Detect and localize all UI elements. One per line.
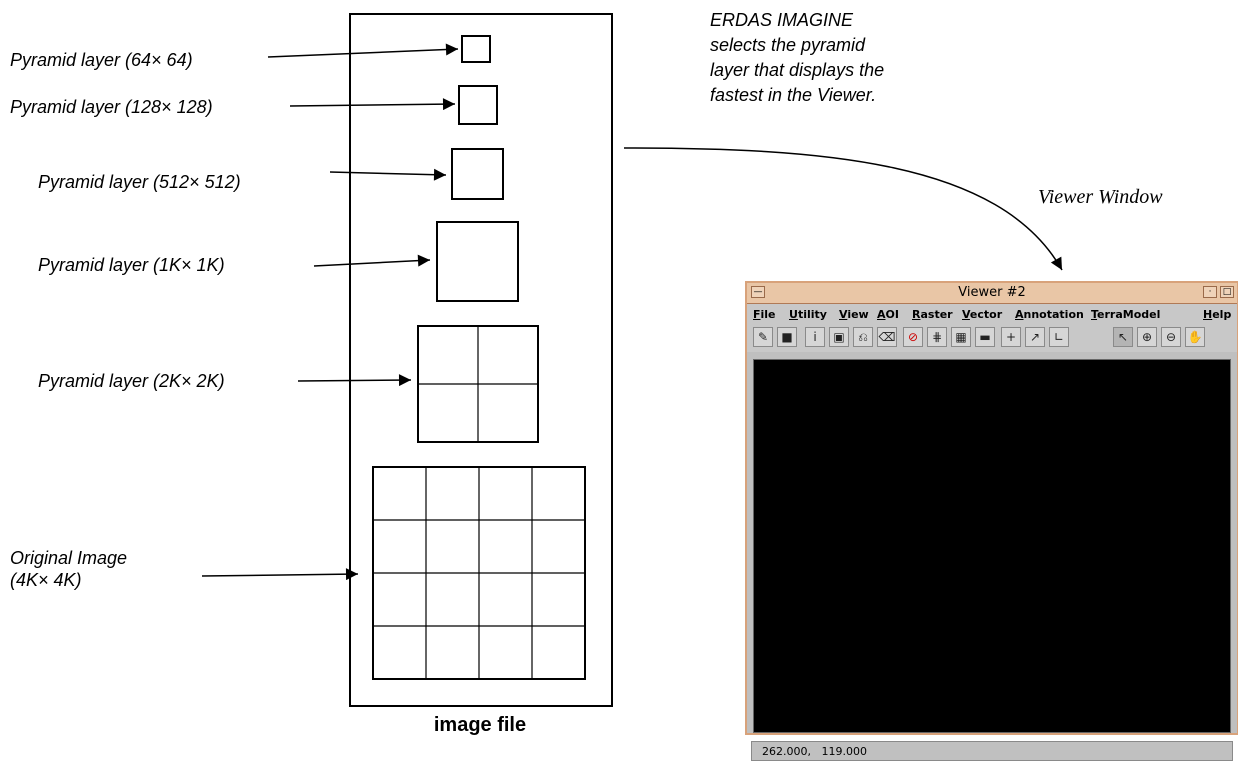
- viewer-window: — Viewer #2 · □ File Utility View AOI Ra…: [745, 281, 1238, 761]
- label-original-line1: Original Image: [10, 548, 128, 568]
- note-line-1: ERDAS IMAGINE: [710, 10, 854, 30]
- image-file-frame: [349, 13, 613, 707]
- layer-box-1k: [436, 221, 519, 302]
- profile-icon[interactable]: ∟: [1049, 327, 1069, 347]
- crosshair-icon[interactable]: +: [1001, 327, 1021, 347]
- label-layer-64: Pyramid layer (64× 64): [10, 50, 193, 70]
- menu-aoi[interactable]: AOI: [877, 308, 899, 321]
- arrow-layer-512: [329, 168, 447, 181]
- zoom-in-icon[interactable]: ⊕: [1137, 327, 1157, 347]
- menu-file[interactable]: File: [753, 308, 776, 321]
- erdas-note: ERDAS IMAGINE selects the pyramid layer …: [710, 8, 884, 108]
- note-line-2: selects the pyramid: [710, 35, 866, 55]
- menu-view[interactable]: View: [839, 308, 869, 321]
- folder-icon[interactable]: ■: [777, 327, 797, 347]
- layer-box-64: [461, 35, 491, 63]
- zoom-in-fit-icon[interactable]: ⋕: [927, 327, 947, 347]
- menu-vector[interactable]: Vector: [962, 308, 1003, 321]
- info-icon[interactable]: i: [805, 327, 825, 347]
- fit-icon[interactable]: ▦: [951, 327, 971, 347]
- window-menu-icon[interactable]: —: [751, 286, 765, 298]
- viewer-statusbar: 262.000, 119.000: [751, 741, 1233, 761]
- viewer-menubar: File Utility View AOI Raster Vector Anno…: [747, 304, 1237, 324]
- viewer-titlebar[interactable]: — Viewer #2 · □: [747, 283, 1237, 304]
- zoom-out-icon[interactable]: ⊖: [1161, 327, 1181, 347]
- maximize-icon[interactable]: □: [1220, 286, 1234, 298]
- label-original-line2: (4K× 4K): [10, 570, 82, 590]
- arrow-to-viewer: [623, 147, 1063, 271]
- menu-raster[interactable]: Raster: [912, 308, 953, 321]
- print-icon[interactable]: ⎌: [853, 327, 873, 347]
- save-icon[interactable]: ▣: [829, 327, 849, 347]
- label-layer-128: Pyramid layer (128× 128): [10, 97, 213, 117]
- label-layer-1k: Pyramid layer (1K× 1K): [38, 255, 225, 275]
- pointer-icon[interactable]: ↖: [1113, 327, 1133, 347]
- menu-help[interactable]: Help: [1203, 308, 1232, 321]
- menu-utility[interactable]: Utility: [789, 308, 827, 321]
- open-icon[interactable]: ✎: [753, 327, 773, 347]
- layer-box-128: [458, 85, 498, 125]
- viewer-window-label: Viewer Window: [1038, 186, 1163, 208]
- menu-annotation[interactable]: Annotation: [1015, 308, 1084, 321]
- cursor-coordinates: 262.000, 119.000: [762, 745, 867, 758]
- image-file-caption: image file: [433, 714, 527, 736]
- viewer-title: Viewer #2: [958, 285, 1026, 300]
- arrow-layer-128: [289, 98, 456, 111]
- arrow-layer-2k: [297, 374, 412, 387]
- note-line-3: layer that displays the: [710, 60, 885, 80]
- label-layer-2k: Pyramid layer (2K× 2K): [38, 371, 225, 391]
- clear-icon[interactable]: ⊘: [903, 327, 923, 347]
- layer-box-512: [451, 148, 504, 200]
- note-line-4: fastest in the Viewer.: [710, 85, 877, 105]
- viewer-toolbar: ✎ ■ i ▣ ⎌ ⌫ ⊘ ⋕ ▦ ▬ + ↗ ∟ ↖ ⊕ ⊖ ✋: [747, 324, 1237, 352]
- hammer-icon[interactable]: ↗: [1025, 327, 1045, 347]
- menu-terramodel[interactable]: TerraModel: [1091, 308, 1161, 321]
- arrow-original: [201, 568, 359, 581]
- arrow-layer-1k: [313, 254, 431, 267]
- arrow-layer-64: [267, 43, 459, 58]
- label-layer-512: Pyramid layer (512× 512): [38, 172, 241, 192]
- label-original: Original Image (4K× 4K): [10, 547, 127, 591]
- ruler-icon[interactable]: ▬: [975, 327, 995, 347]
- eraser-icon[interactable]: ⌫: [877, 327, 897, 347]
- viewer-canvas[interactable]: [753, 359, 1231, 733]
- minimize-icon[interactable]: ·: [1203, 286, 1217, 298]
- pan-icon[interactable]: ✋: [1185, 327, 1205, 347]
